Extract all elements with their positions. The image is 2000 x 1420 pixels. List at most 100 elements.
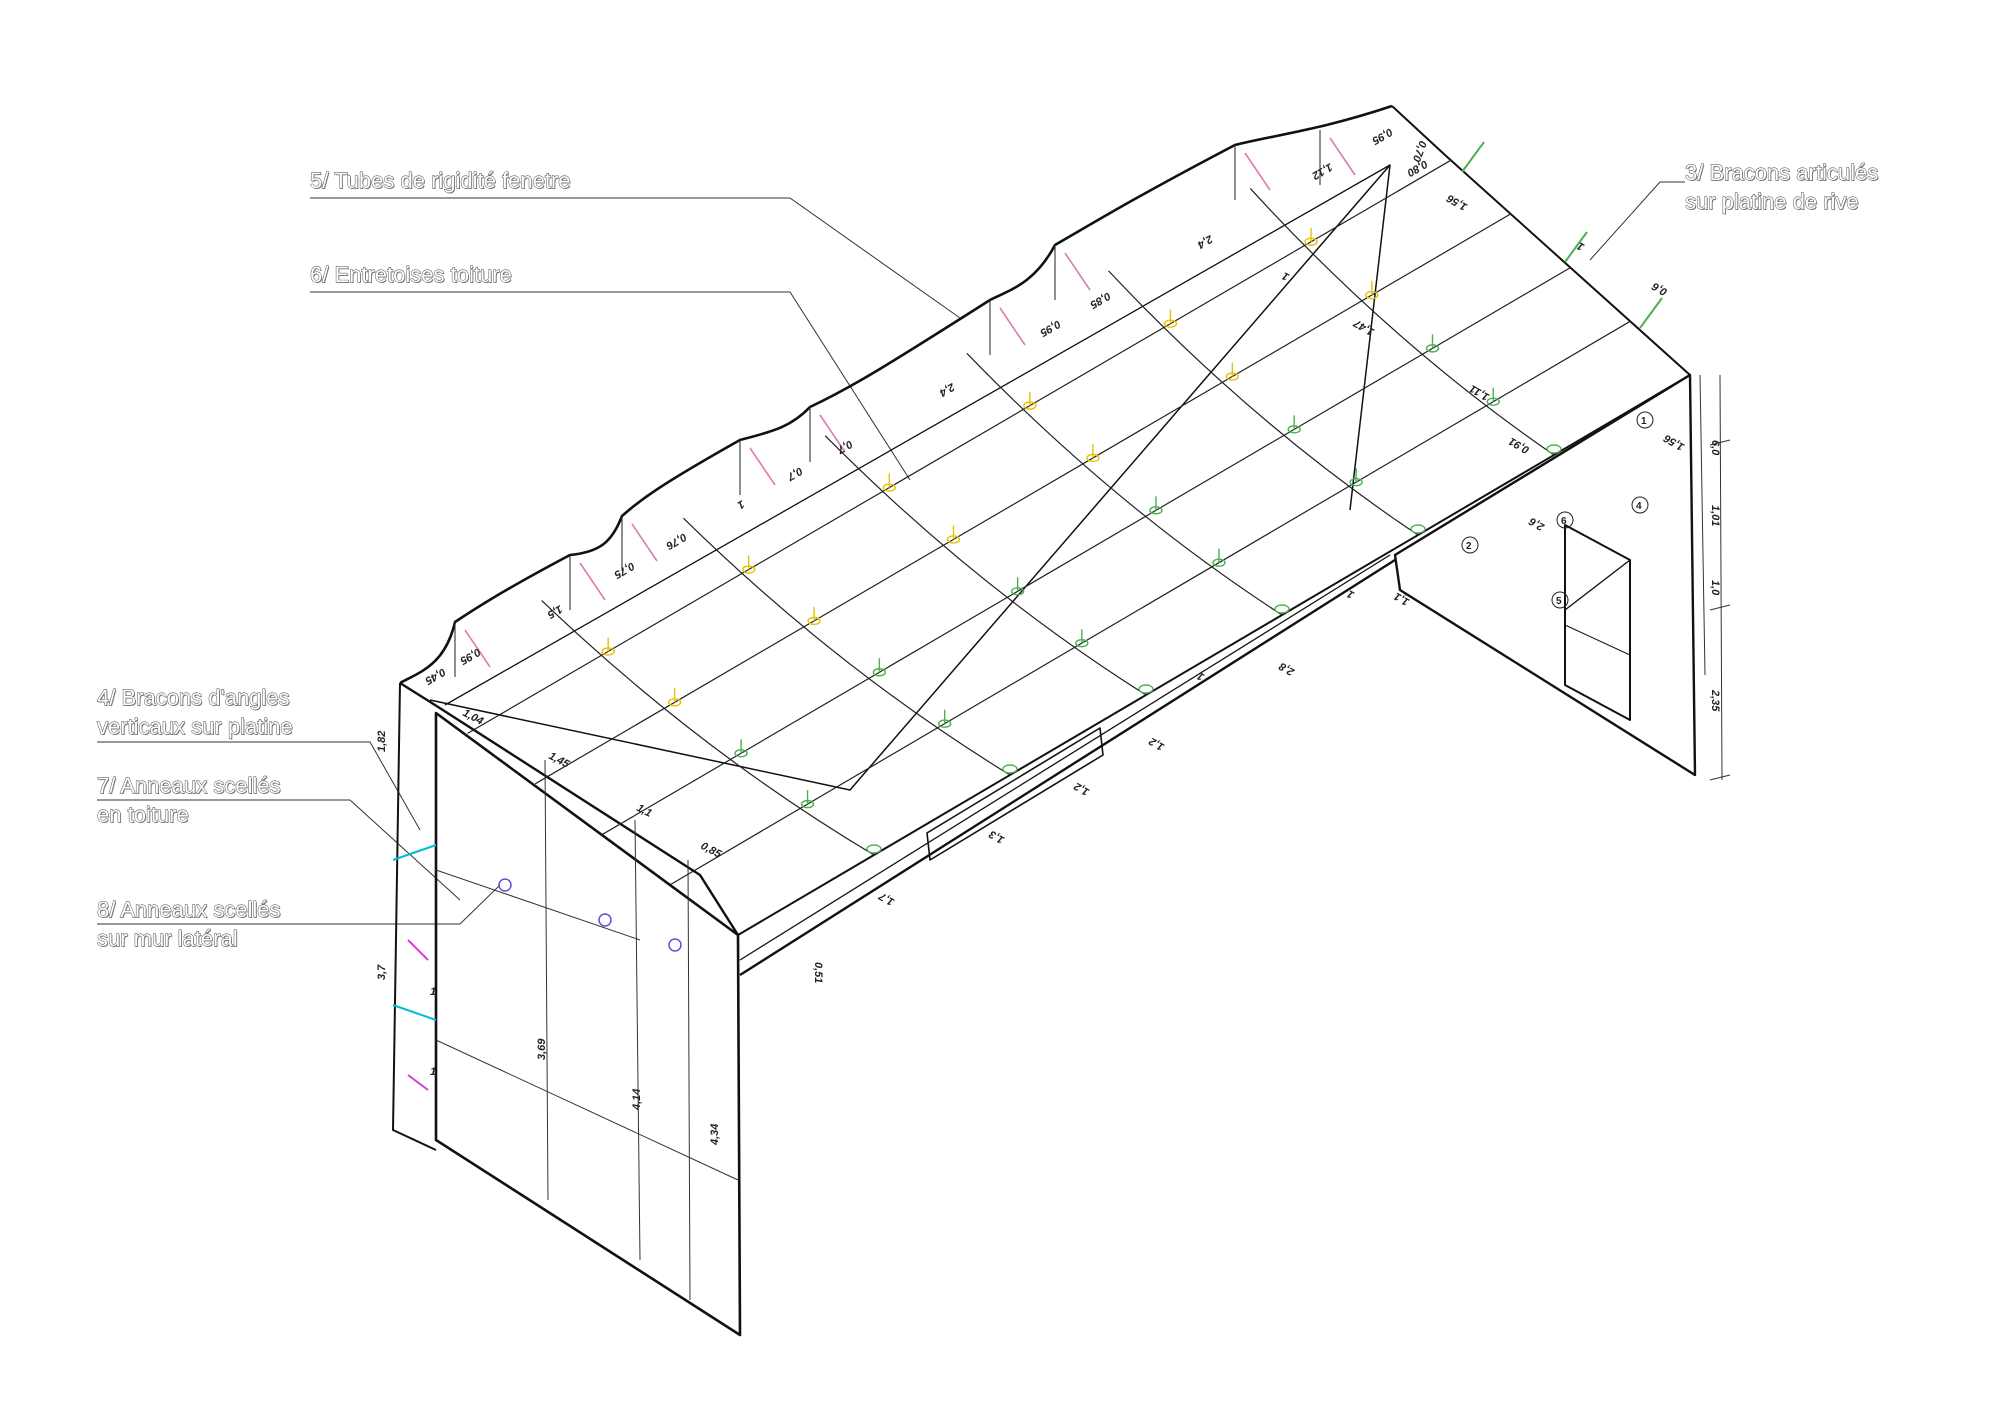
roof-ring: [946, 535, 961, 544]
dim-roof-top: 0,95: [1037, 317, 1062, 339]
roof-purlin: [534, 213, 1512, 785]
position-markers: 1 2 6 4 5: [1461, 411, 1654, 609]
roof-ring: [1075, 638, 1089, 648]
roof-rafter: [1249, 188, 1555, 456]
eave-ring: [1410, 524, 1426, 534]
articulated-bracon: [1639, 297, 1663, 329]
leader-c8: [97, 884, 501, 925]
rear-ridge: [1391, 105, 1691, 376]
front-wall-vertical-a: [544, 759, 549, 1201]
dim-roof-top: 1: [735, 497, 746, 510]
right-dimension-lines: [1699, 374, 1731, 781]
dim-long-side: 1,3: [987, 828, 1006, 846]
rear-door: [1564, 524, 1631, 721]
dim-roof-left: 1,1: [635, 802, 654, 820]
articulated-bracon: [1461, 141, 1485, 173]
dim-roof-right: 1: [1280, 269, 1291, 282]
roof-rafter: [966, 352, 1283, 616]
window-tube-brace: [464, 629, 491, 668]
front-left-post: [392, 682, 437, 1151]
callout-line: 8/ Anneaux scellés: [97, 897, 281, 923]
roof-ring: [1225, 372, 1240, 381]
roof-ring: [1365, 290, 1379, 300]
rear-end-wall: [1393, 373, 1697, 777]
door-brace: [1564, 559, 1631, 611]
roof-ring: [1086, 453, 1100, 463]
roof-purlin: [602, 266, 1572, 835]
marker-label: 2: [1466, 541, 1472, 552]
dim-roof-top: 0,85: [1087, 289, 1112, 311]
dim-roof-top: 0,95: [457, 645, 482, 667]
marker-label: 6: [1561, 516, 1567, 527]
dim-roof-right: 1,11: [1468, 382, 1492, 403]
long-side-sill: [739, 554, 1391, 961]
marker-circle: [1551, 591, 1569, 609]
front-end-wall: [434, 711, 742, 1337]
roof-ring: [1163, 319, 1178, 328]
long-side-wall: [739, 558, 1396, 977]
post-magenta-1: [407, 939, 429, 961]
marker-circle: [1631, 496, 1649, 514]
roof-ring: [1149, 506, 1163, 515]
callout-wall-rings: 8/ Anneaux scellés sur mur latéral: [97, 895, 281, 953]
front-wall-details: [392, 759, 739, 1301]
roof-purlin: [670, 320, 1631, 886]
dim-roof-top: 0,76: [663, 530, 688, 552]
roof-ring: [800, 799, 815, 809]
marker-label: 1: [1641, 416, 1647, 427]
eave-ring: [1546, 444, 1562, 454]
dim-roof-right: 0,91: [1507, 435, 1532, 456]
dim-long-side: 2,8: [1276, 659, 1297, 678]
eave-ring: [1138, 684, 1154, 694]
dim-roof-right: 0,6: [1649, 279, 1669, 297]
eave-ring: [1002, 764, 1018, 774]
dim-line-right-tick: [1709, 774, 1731, 781]
post-brace-2: [392, 1004, 437, 1021]
callout-leaders: [97, 181, 1685, 925]
dim-left-end: 3,7: [376, 964, 388, 980]
window-tube-brace: [1064, 252, 1091, 291]
roof-ring: [667, 698, 682, 707]
dim-roof-top: 2,4: [937, 380, 957, 399]
dim-long-side: 1,7: [876, 889, 896, 907]
wall-anchor-2: [598, 913, 612, 927]
wall-anchor-3: [668, 938, 682, 952]
side-window: [926, 727, 1104, 861]
roof-cross-cable: [429, 164, 1391, 791]
window-tube-brace: [1244, 152, 1271, 191]
leader-c6: [310, 291, 911, 481]
window-tube-brace: [819, 414, 846, 453]
dim-left-end: 1: [430, 1066, 436, 1078]
dim-left-end: 1,82: [376, 731, 388, 752]
dim-roof-top: 0,75: [611, 559, 636, 581]
front-wall-vertical-b: [634, 819, 641, 1261]
dim-long-side: 1,2: [1147, 735, 1166, 753]
window-tube-brace: [999, 307, 1026, 346]
front-wall-vertical-c: [687, 859, 691, 1301]
dim-right-end: 1,0: [1709, 580, 1721, 596]
tent-structure: [392, 104, 1697, 1337]
callout-line: en toiture: [97, 802, 190, 828]
dim-left-end: 3,69: [536, 1038, 548, 1060]
dim-long-side: 1,1: [1392, 590, 1411, 608]
callout-line: 6/ Entretoises toiture: [310, 262, 513, 288]
dim-left-end: 1: [430, 986, 436, 998]
marker-circle: [1636, 411, 1654, 429]
front-wall-horizontal: [435, 1039, 739, 1181]
callout-line: 3/ Bracons articulés: [1685, 160, 1879, 186]
roof-ring: [872, 668, 887, 677]
dim-roof-right: 1,56: [1661, 431, 1686, 453]
dim-right-end: 2,35: [1709, 689, 1721, 712]
roof-ring: [1287, 425, 1301, 434]
dim-roof-left: 1,45: [547, 750, 572, 771]
dim-long-side: 2,6: [1526, 514, 1547, 533]
roof-rings: [601, 141, 1663, 854]
post-magenta-2: [407, 1074, 429, 1091]
front-gable-top: [399, 681, 740, 936]
callout-line: sur platine de rive: [1685, 189, 1860, 215]
roof-ring: [937, 719, 952, 728]
callout-roof-rings: 7/ Anneaux scellés en toiture: [97, 771, 281, 829]
dim-roof-top: 0,7: [784, 464, 804, 482]
